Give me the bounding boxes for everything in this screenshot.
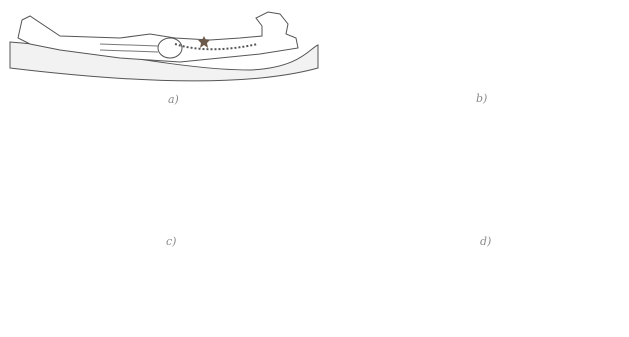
caption-d: d) (480, 235, 491, 248)
caption-c: c) (166, 235, 176, 248)
caption-b: b) (476, 92, 487, 105)
caption-a: a) (168, 93, 179, 106)
panel-a (10, 12, 318, 81)
